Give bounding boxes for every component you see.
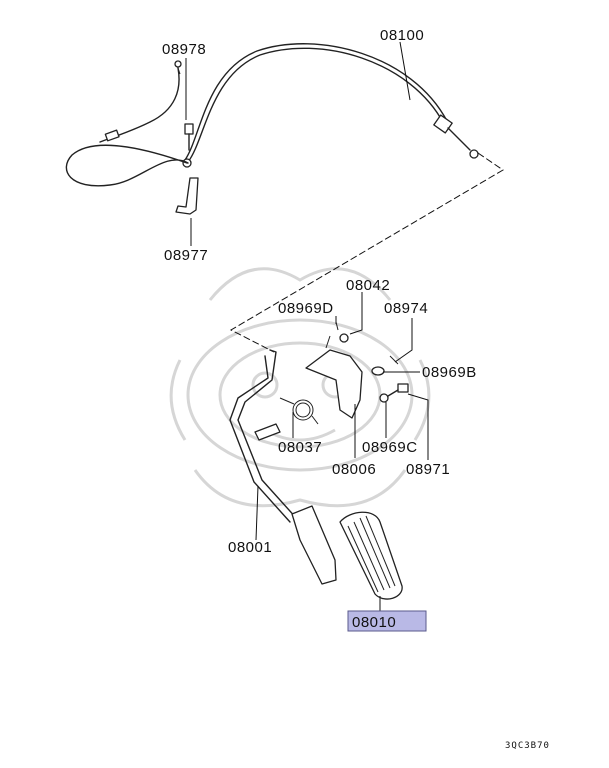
label-08969D[interactable]: 08969D	[278, 300, 334, 317]
label-08010[interactable]: 08010	[352, 614, 396, 631]
watermark-emblem	[169, 267, 431, 508]
label-08969C[interactable]: 08969C	[362, 439, 418, 456]
fasteners	[335, 321, 409, 403]
return-spring	[279, 397, 319, 425]
label-08969B[interactable]: 08969B	[422, 364, 477, 381]
pedal-bracket	[305, 335, 363, 419]
label-08971[interactable]: 08971	[406, 461, 450, 478]
label-08001[interactable]: 08001	[228, 539, 272, 556]
dash-cable-to-pedal	[229, 152, 504, 353]
highlight-box-08010[interactable]	[347, 610, 427, 632]
leader-lines	[185, 41, 429, 612]
pedal-arm	[229, 349, 337, 585]
connection-lines	[229, 152, 504, 353]
label-08974[interactable]: 08974	[384, 300, 428, 317]
diagram-code: 3QC3B70	[505, 741, 550, 751]
label-08978[interactable]: 08978	[162, 41, 206, 58]
bolt-08978	[184, 123, 194, 151]
label-08977[interactable]: 08977	[164, 247, 208, 264]
label-08006[interactable]: 08006	[332, 461, 376, 478]
label-08100[interactable]: 08100	[380, 27, 424, 44]
label-08042[interactable]: 08042	[346, 277, 390, 294]
pedal-pad	[339, 511, 403, 600]
cable-bracket	[175, 177, 199, 215]
accelerator-cable	[65, 43, 479, 187]
switch-wire	[99, 60, 182, 143]
part-labels: 08978 08100 08977 08042 08969D 08974 089…	[162, 27, 477, 631]
label-08037[interactable]: 08037	[278, 439, 322, 456]
